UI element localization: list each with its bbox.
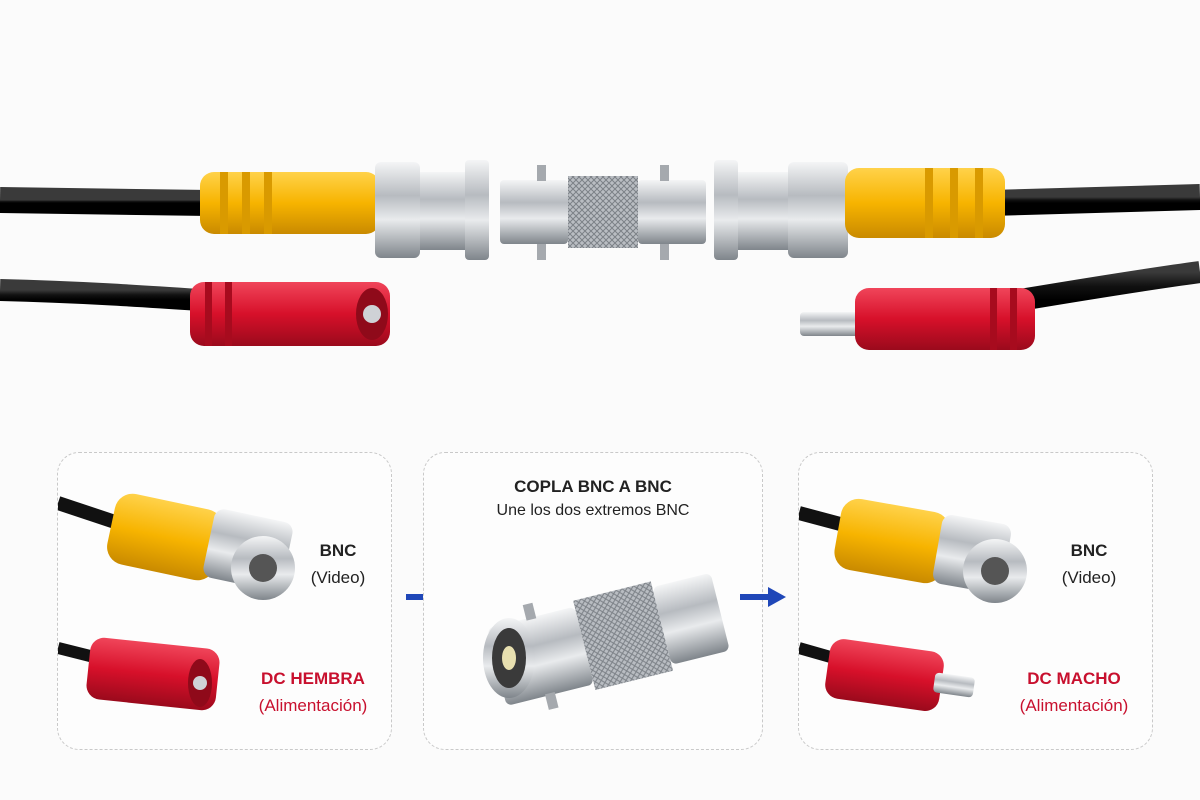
- dc-male-connector-image: [799, 639, 975, 711]
- bnc-video-connector-image: [58, 493, 295, 600]
- bnc-video-connector-image: [799, 498, 1027, 603]
- coupler-image: [483, 574, 729, 710]
- bnc-title: BNC: [1070, 541, 1108, 560]
- dc-male-photo: [800, 288, 1035, 350]
- bnc-subtitle: (Video): [310, 568, 366, 587]
- bnc-video-label: BNC (Video): [1034, 537, 1144, 591]
- video-cable-left: [0, 187, 211, 216]
- dc-female-photo: [190, 282, 390, 346]
- dc-female-title: DC HEMBRA: [261, 669, 365, 688]
- video-cable-right: [989, 184, 1200, 216]
- bnc-connector-left: [375, 160, 489, 260]
- bnc-boot-right: [845, 168, 1005, 238]
- panel-coupler: COPLA BNC A BNC Une los dos extremos BNC: [423, 452, 763, 750]
- arrow-right-icon: [740, 587, 786, 607]
- bnc-subtitle: (Video): [1061, 568, 1117, 587]
- bnc-connector-right: [714, 160, 848, 260]
- coupler-title: COPLA BNC A BNC: [514, 477, 672, 496]
- bnc-coupler-photo: [500, 165, 706, 260]
- bnc-boot-left: [200, 172, 380, 234]
- panel-female-ends: BNC (Video) DC HEMBRA (Alimentación): [57, 452, 392, 750]
- dc-female-subtitle: (Alimentación): [258, 696, 368, 715]
- coupler-subtitle: Une los dos extremos BNC: [496, 502, 690, 519]
- dc-male-subtitle: (Alimentación): [1019, 696, 1129, 715]
- top-product-photo: [0, 160, 1200, 350]
- bnc-video-label: BNC (Video): [283, 537, 393, 591]
- dc-male-title: DC MACHO: [1027, 669, 1121, 688]
- dc-female-label: DC HEMBRA (Alimentación): [233, 665, 393, 719]
- dc-female-connector-image: [58, 637, 220, 711]
- power-cable-right: [1018, 261, 1200, 311]
- panel-male-ends: BNC (Video) DC MACHO (Alimentación): [798, 452, 1153, 750]
- dc-male-label: DC MACHO (Alimentación): [994, 665, 1154, 719]
- bnc-title: BNC: [319, 541, 357, 560]
- power-cable-left: [0, 279, 201, 311]
- coupler-heading: COPLA BNC A BNC Une los dos extremos BNC: [424, 475, 762, 523]
